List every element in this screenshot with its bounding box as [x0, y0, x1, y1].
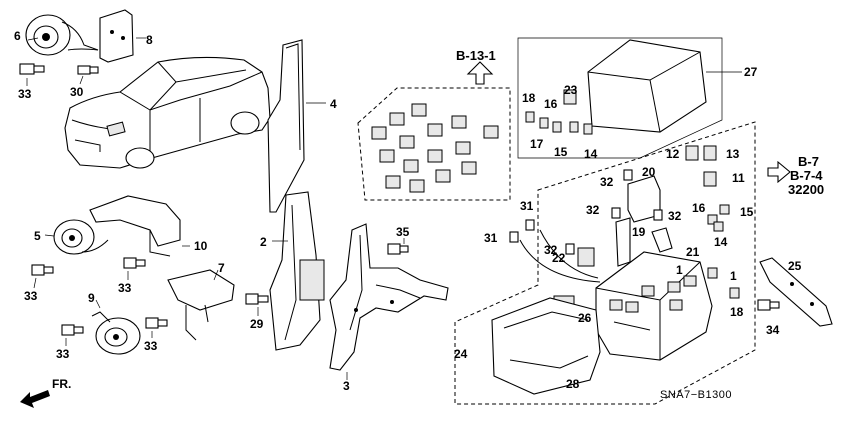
callout-33: 33	[18, 87, 32, 101]
callout-8: 8	[146, 33, 153, 47]
callout-33-e: 33	[144, 339, 158, 353]
callout-24: 24	[454, 347, 468, 361]
callout-33-c: 33	[118, 281, 132, 295]
horn-upper	[25, 14, 99, 56]
callout-26: 26	[578, 311, 592, 325]
callout-25: 25	[788, 259, 802, 273]
callout-23: 23	[564, 83, 578, 97]
callout-31-b: 31	[484, 231, 498, 245]
callout-5: 5	[34, 229, 41, 243]
callout-22: 22	[552, 251, 566, 265]
relay-group-b13	[357, 87, 511, 201]
cover-4	[267, 39, 305, 213]
callout-1-b: 1	[730, 269, 737, 283]
front-label: FR.	[52, 377, 71, 391]
callout-31-a: 31	[520, 199, 534, 213]
lower-case	[491, 297, 601, 395]
main-fuse-box	[595, 251, 713, 361]
diagram-code: SNA7−B1300	[660, 389, 732, 401]
callout-28: 28	[566, 377, 580, 391]
ref-32200: 32200	[788, 182, 824, 197]
callout-16: 16	[544, 97, 558, 111]
callout-18: 18	[522, 91, 536, 105]
callout-13: 13	[726, 147, 740, 161]
bolt-33-b	[31, 264, 54, 276]
horn-lower-2	[91, 311, 141, 355]
bolt-33-d	[61, 324, 84, 336]
fuse-box-area	[454, 121, 756, 405]
callout-19: 19	[632, 225, 646, 239]
horn-bracket-7	[167, 269, 235, 341]
relay-22	[577, 247, 595, 267]
front-arrow-icon	[20, 390, 50, 408]
callout-4: 4	[330, 97, 337, 111]
callout-21: 21	[686, 245, 700, 259]
callout-3: 3	[343, 379, 350, 393]
callout-2: 2	[260, 235, 267, 249]
callout-16-b: 16	[692, 201, 706, 215]
callout-17: 17	[530, 137, 544, 151]
bracket-3	[329, 223, 449, 371]
ecu-bracket-2	[269, 191, 325, 351]
callout-11: 11	[732, 171, 745, 185]
callout-15: 15	[554, 145, 568, 159]
wire-harness	[519, 229, 601, 283]
callout-35: 35	[396, 225, 410, 239]
callout-6: 6	[14, 29, 21, 43]
callout-30: 30	[70, 85, 84, 99]
callout-33-d: 33	[56, 347, 70, 361]
callout-32-c: 32	[668, 209, 682, 223]
bolt-33-e	[145, 317, 168, 329]
callout-29: 29	[250, 317, 264, 331]
callout-27: 27	[744, 65, 758, 79]
ref-b7-4: B-7-4	[790, 168, 823, 183]
bolts-32-31	[509, 169, 663, 255]
callout-32-d: 32	[544, 243, 558, 257]
fuse-cover-group	[517, 37, 742, 159]
callout-20: 20	[642, 165, 656, 179]
callout-33-b: 33	[24, 289, 38, 303]
bolt-34	[757, 299, 780, 311]
bracket-19	[615, 217, 631, 267]
callout-1-a: 1	[676, 263, 683, 277]
callout-14: 14	[584, 147, 598, 161]
ref-b7: B-7	[798, 154, 819, 169]
arrow-up-b13	[466, 61, 494, 85]
callout-34: 34	[766, 323, 780, 337]
bolt-30	[77, 65, 99, 75]
callout-32-a: 32	[600, 175, 614, 189]
callout-15-b: 15	[740, 205, 754, 219]
callout-12: 12	[666, 147, 680, 161]
callout-9: 9	[88, 291, 95, 305]
bracket-21	[651, 227, 673, 253]
bolt-33-c	[123, 257, 146, 269]
callout-14-b: 14	[714, 235, 728, 249]
bolt-33-a	[19, 63, 45, 75]
callout-18-b: 18	[730, 305, 744, 319]
bracket-25	[759, 257, 833, 327]
bolt-35	[387, 243, 409, 255]
callout-32-b: 32	[586, 203, 600, 217]
horn-lower	[53, 219, 109, 255]
bolt-29	[245, 293, 269, 305]
arrow-right-b7	[767, 160, 791, 184]
ref-b13-1: B-13-1	[456, 48, 496, 63]
horn-bracket-10	[89, 195, 181, 257]
callout-10: 10	[194, 239, 208, 253]
callout-7: 7	[218, 261, 225, 275]
horn-bracket-upper	[99, 9, 134, 63]
vehicle-outline	[64, 56, 271, 169]
